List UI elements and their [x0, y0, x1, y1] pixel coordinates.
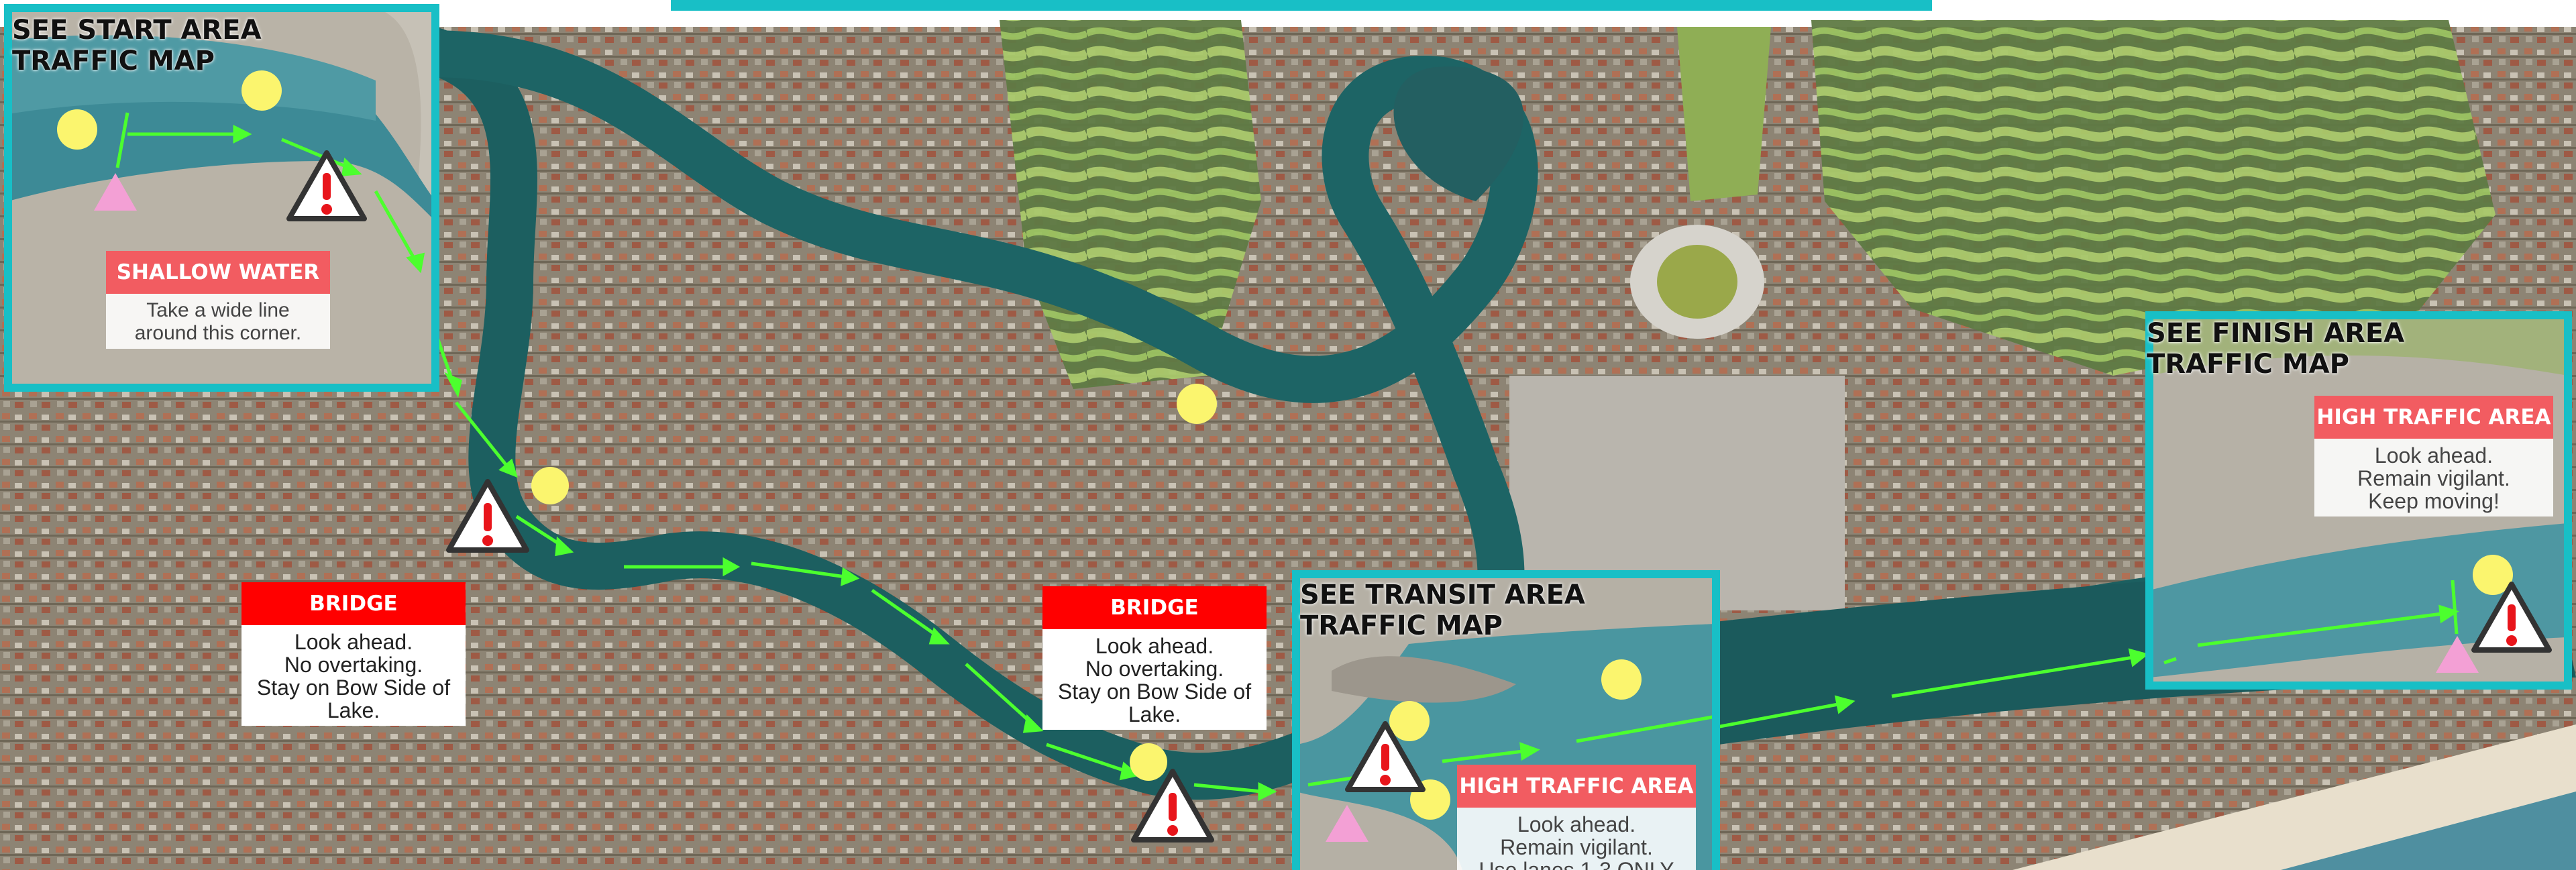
- callout-body: Take a wide line around this corner.: [106, 294, 330, 349]
- warning-triangle-icon: [446, 479, 529, 553]
- route-arrow: [751, 561, 860, 586]
- warning-triangle-icon: [1345, 721, 1426, 792]
- start-inset-map: [8, 8, 435, 388]
- pink-start-triangle-icon: [2436, 636, 2479, 673]
- route-arrow: [455, 401, 518, 478]
- transit-area-inset[interactable]: [1292, 570, 1720, 870]
- route-arrow: [871, 588, 950, 645]
- transit-inset-title: SEE TRANSIT AREA TRAFFIC MAP: [1300, 580, 1585, 641]
- start-area-inset[interactable]: [4, 4, 439, 392]
- callout-body: Look ahead. No overtaking. Stay on Bow S…: [1042, 629, 1267, 730]
- top-accent-bar: [671, 0, 1932, 11]
- transit-traffic-callout: HIGH TRAFFIC AREA Look ahead. Remain vig…: [1457, 765, 1696, 870]
- callout-body: Look ahead. No overtaking. Stay on Bow S…: [241, 625, 466, 726]
- callout-body: Look ahead. Remain vigilant. Keep moving…: [2314, 439, 2553, 516]
- start-inset-title: SEE START AREA TRAFFIC MAP: [12, 15, 262, 76]
- callout-header: BRIDGE: [241, 582, 466, 625]
- warning-triangle-icon: [286, 150, 367, 221]
- bridge-east-callout: BRIDGE Look ahead. No overtaking. Stay o…: [1042, 586, 1267, 730]
- route-arrow: [515, 514, 574, 557]
- finish-area-inset[interactable]: [2145, 311, 2572, 690]
- bridge-west-callout: BRIDGE Look ahead. No overtaking. Stay o…: [241, 582, 466, 726]
- warning-triangle-icon: [1131, 769, 1214, 842]
- route-arrow: [624, 557, 741, 577]
- route-arrow: [1046, 743, 1140, 781]
- route-arrow: [1193, 781, 1277, 802]
- yellow-buoy-icon: [1389, 701, 1430, 741]
- yellow-buoy-icon: [1601, 659, 1642, 700]
- callout-header: HIGH TRAFFIC AREA: [1457, 765, 1696, 808]
- yellow-buoy-icon: [2473, 555, 2513, 595]
- warning-triangle-icon: [2471, 582, 2552, 653]
- finish-traffic-callout: HIGH TRAFFIC AREA Look ahead. Remain vig…: [2314, 396, 2553, 516]
- yellow-buoy-icon: [1130, 743, 1167, 781]
- route-arrow: [1891, 648, 2149, 698]
- callout-header: SHALLOW WATER: [106, 251, 330, 294]
- callout-header: BRIDGE: [1042, 586, 1267, 629]
- yellow-buoy-icon: [57, 109, 97, 150]
- yellow-buoy-icon: [241, 70, 282, 111]
- callout-body: Look ahead. Remain vigilant. Use lanes 1…: [1457, 808, 1696, 870]
- pink-start-triangle-icon: [1326, 805, 1368, 842]
- route-arrow: [965, 663, 1044, 733]
- finish-inset-title: SEE FINISH AREA TRAFFIC MAP: [2147, 318, 2405, 380]
- pink-start-triangle-icon: [94, 173, 137, 211]
- shallow-water-callout: SHALLOW WATER Take a wide line around th…: [106, 251, 330, 349]
- yellow-buoy-icon: [1177, 384, 1217, 424]
- yellow-buoy-icon: [531, 467, 569, 504]
- callout-header: HIGH TRAFFIC AREA: [2314, 396, 2553, 439]
